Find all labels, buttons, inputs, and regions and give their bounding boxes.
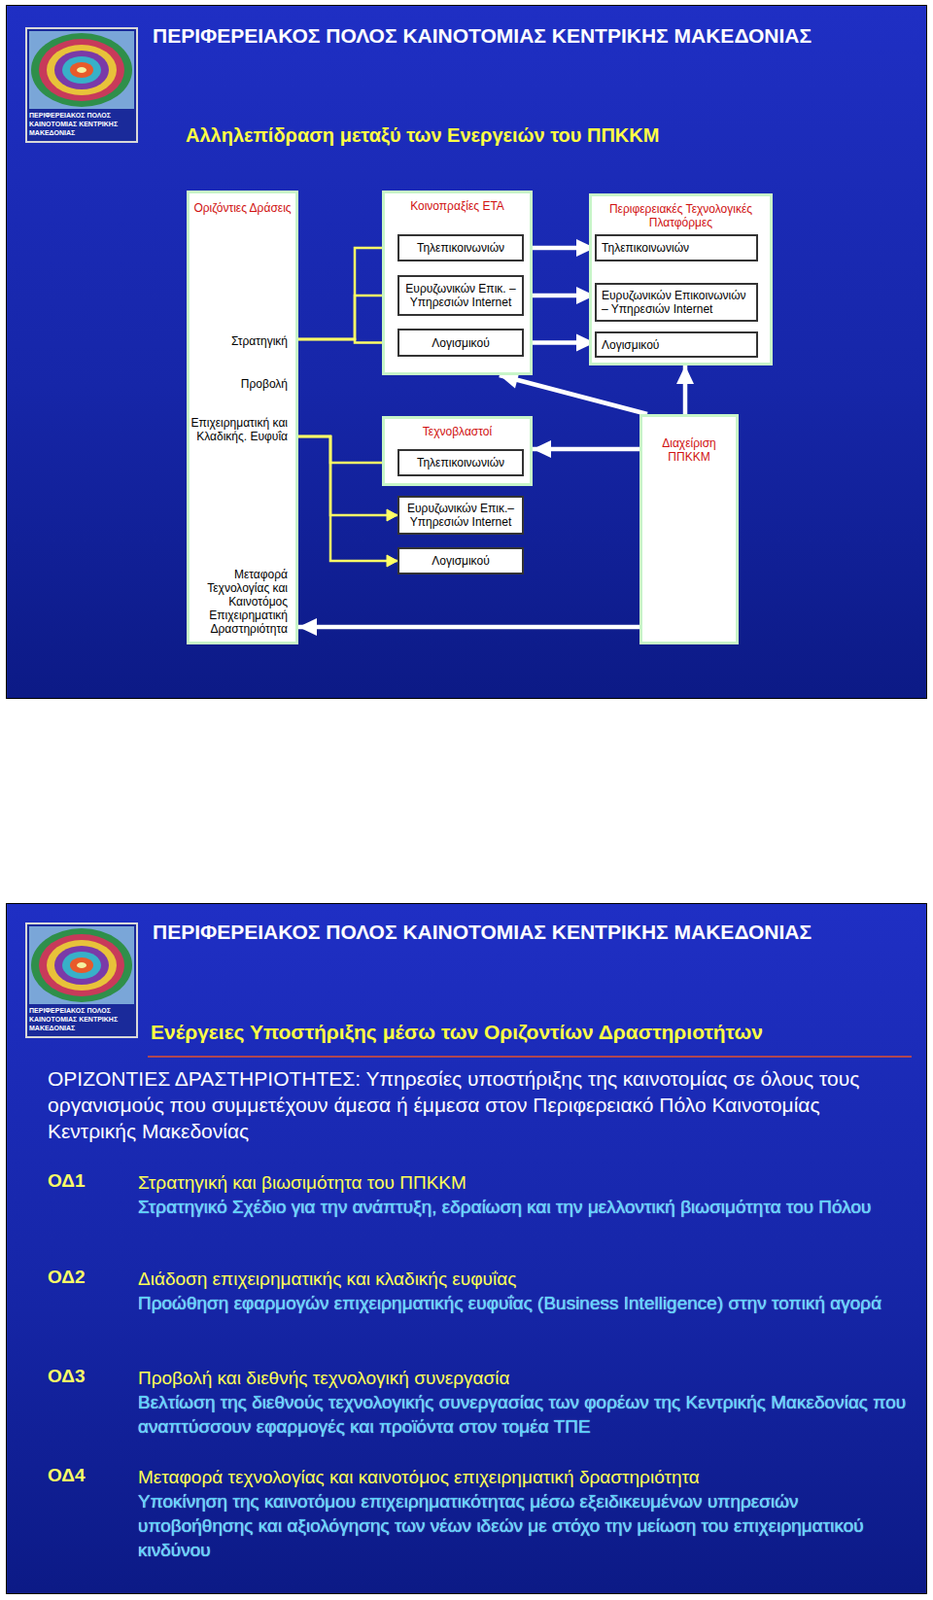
box-heading: Κοινοπραξίες ΕΤΑ: [384, 193, 530, 213]
process-box: Τηλεπικοινωνιών: [594, 234, 759, 262]
process-box: Λογισμικού: [397, 547, 524, 575]
connector-arrow: [683, 365, 689, 415]
box-heading: Περιφερειακές Τεχνολογικές Πλατφόρμες: [591, 196, 770, 230]
group-box: Κοινοπραξίες ΕΤΑ ΤηλεπικοινωνιώνΕυρυζωνικ…: [381, 190, 533, 376]
item-description: Στρατηγικό Σχέδιο για την ανάπτυξη, εδρα…: [138, 1194, 916, 1219]
horizontal-actions-box: Οριζόντιες ΔράσειςΣτρατηγικήΠροβολήΕπιχε…: [186, 190, 299, 645]
item-code: ΟΔ2: [47, 1266, 86, 1288]
connector-arrow: [298, 624, 640, 630]
slide-header: ΠΕΡΙΦΕΡΕΙΑΚΟΣ ΠΟΛΟΣ ΚΑΙΝΟΤΟΜΙΑΣ ΚΕΝΤΡΙΚΗ…: [152, 24, 812, 48]
box-text: Τηλεπικοινωνιών: [596, 238, 757, 258]
box-text: Ευρυζωνικών Επικ.– Υπηρεσιών Internet: [399, 498, 522, 532]
item-description: Υποκίνηση της καινοτόμου επιχειρηματικότ…: [138, 1488, 916, 1562]
item-code: ΟΔ1: [47, 1170, 86, 1192]
slide-background: [5, 902, 928, 1594]
connector-arrow: [499, 375, 648, 415]
box-text: Λογισμικού: [399, 333, 522, 353]
box-text: Ευρυζωνικών Επικοινωνιών – Υπηρεσιών Int…: [596, 285, 757, 319]
group-box: ΤεχνοβλαστοίΤηλεπικοινωνιών: [381, 415, 533, 486]
item-description: Βελτίωση της διεθνούς τεχνολογικής συνερ…: [138, 1389, 916, 1439]
connector-arrow: [532, 447, 640, 452]
box-heading: Τεχνοβλαστοί: [384, 418, 530, 439]
process-box: Ευρυζωνικών Επικ.– Υπηρεσιών Internet: [397, 495, 524, 535]
box-text: Προβολή: [186, 377, 288, 391]
item-description: Προώθηση εφαρμογών επιχειρηματικής ευφυΐ…: [138, 1290, 916, 1315]
process-box: Τηλεπικοινωνιών: [397, 449, 524, 477]
item-code: ΟΔ3: [47, 1365, 86, 1387]
item-title: Προβολή και διεθνής τεχνολογική συνεργασ…: [138, 1365, 916, 1390]
box-text: Στρατηγική: [186, 334, 288, 348]
slide-subtitle: Ενέργειες Υποστήριξης μέσω των Οριζοντίω…: [150, 1020, 763, 1044]
box-text: Μεταφορά Τεχνολογίας και Καινοτόμος Επιχ…: [186, 567, 288, 636]
slide-subtitle: Αλληλεπίδραση μεταξύ των Ενεργειών του Π…: [185, 124, 659, 147]
connector-arrow: [523, 293, 595, 299]
item-title: Μεταφορά τεχνολογίας και καινοτόμος επιχ…: [138, 1464, 916, 1489]
logo-text: ΠΕΡΙΦΕΡΕΙΑΚΟΣ ΠΟΛΟΣ ΚΑΙΝΟΤΟΜΙΑΣ ΚΕΝΤΡΙΚΗ…: [29, 110, 135, 138]
intro-paragraph: ΟΡΙΖΟΝΤΙΕΣ ΔΡΑΣΤΗΡΙΟΤΗΤΕΣ: Υπηρεσίες υπο…: [47, 1065, 864, 1144]
connector-arrow: [523, 245, 595, 251]
box-text: Επιχειρηματική και Κλαδικής. Ευφυΐα: [186, 415, 288, 444]
box-text: Λογισμικού: [596, 335, 757, 355]
box-heading: Διαχείριση ΠΠΚΚΜ: [642, 416, 736, 464]
connector-arrow: [523, 340, 595, 346]
logo-text: ΠΕΡΙΦΕΡΕΙΑΚΟΣ ΠΟΛΟΣ ΚΑΙΝΟΤΟΜΙΑΣ ΚΕΝΤΡΙΚΗ…: [29, 1005, 135, 1033]
box-text: Τηλεπικοινωνιών: [399, 238, 522, 258]
process-box: Ευρυζωνικών Επικοινωνιών – Υπηρεσιών Int…: [594, 282, 759, 322]
box-heading: Οριζόντιες Δράσεις: [193, 201, 292, 215]
process-box: Ευρυζωνικών Επικ. – Υπηρεσιών Internet: [397, 275, 524, 316]
management-box: Διαχείριση ΠΠΚΚΜ: [639, 414, 739, 645]
process-box: Λογισμικού: [397, 328, 524, 357]
process-box: Λογισμικού: [594, 331, 759, 358]
box-text: Λογισμικού: [399, 551, 522, 571]
item-title: Διάδοση επιχειρηματικής και κλαδικής ευφ…: [138, 1266, 916, 1291]
item-title: Στρατηγική και βιωσιμότητα του ΠΠΚΚΜ: [138, 1170, 916, 1195]
group-box: Περιφερειακές Τεχνολογικές ΠλατφόρμεςΤηλ…: [588, 193, 773, 366]
process-box: Τηλεπικοινωνιών: [397, 234, 524, 262]
slide-header: ΠΕΡΙΦΕΡΕΙΑΚΟΣ ΠΟΛΟΣ ΚΑΙΝΟΤΟΜΙΑΣ ΚΕΝΤΡΙΚΗ…: [152, 920, 812, 944]
box-text: Τηλεπικοινωνιών: [399, 452, 522, 473]
item-code: ΟΔ4: [47, 1464, 86, 1486]
box-text: Ευρυζωνικών Επικ. – Υπηρεσιών Internet: [399, 278, 522, 312]
